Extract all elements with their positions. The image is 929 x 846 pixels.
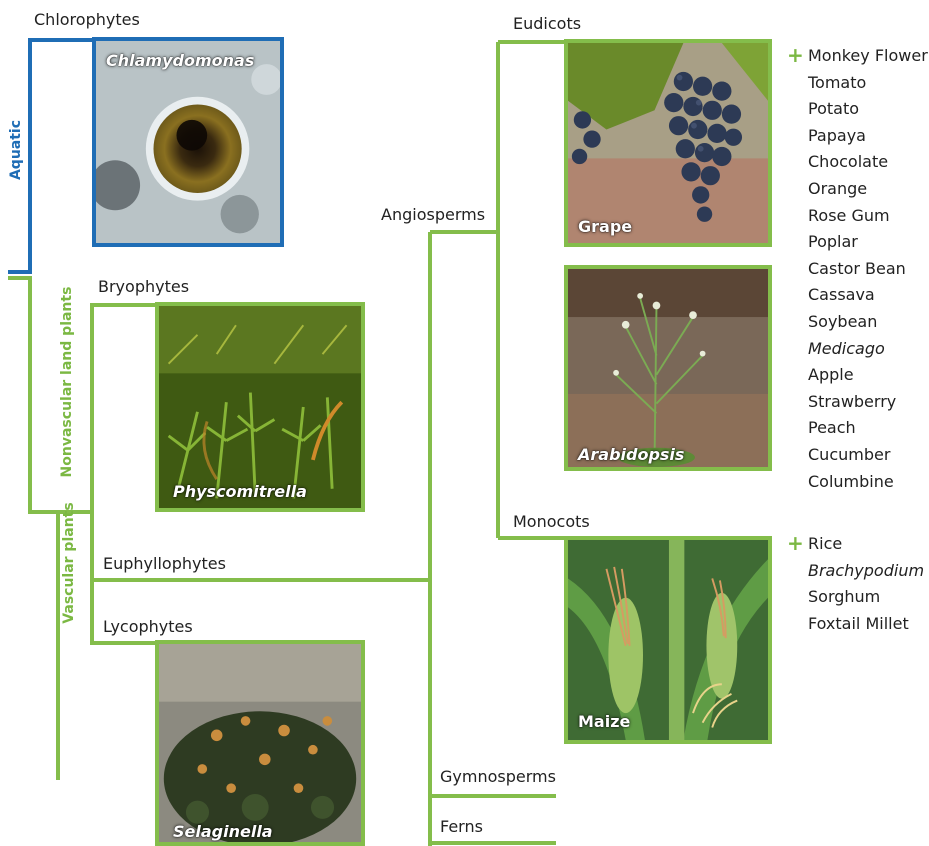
- photo-selaginella: Selaginella: [155, 640, 365, 846]
- species-item: Apple: [808, 362, 928, 389]
- species-item: Peach: [808, 415, 928, 442]
- selaginella-image: [159, 644, 361, 842]
- species-item: Castor Bean: [808, 256, 928, 283]
- photo-arabidopsis: Arabidopsis: [564, 265, 772, 471]
- species-item: Orange: [808, 176, 928, 203]
- photo-grape: Grape: [564, 39, 772, 247]
- species-item: Monkey Flower: [808, 43, 928, 70]
- photo-chlamydomonas: Chlamydomonas: [92, 37, 284, 247]
- photo-maize: Maize: [564, 536, 772, 744]
- land-plants-spine: [8, 278, 58, 780]
- species-item: Tomato: [808, 70, 928, 97]
- plus-icon: +: [787, 533, 804, 553]
- photo-caption: Physcomitrella: [173, 482, 307, 501]
- species-item: Foxtail Millet: [808, 611, 924, 638]
- species-item: Poplar: [808, 229, 928, 256]
- clade-bryophytes: Bryophytes: [98, 277, 189, 297]
- clade-gymnosperms: Gymnosperms: [440, 767, 556, 787]
- maize-image: [568, 540, 768, 740]
- eudicot-species-list: Monkey FlowerTomatoPotatoPapayaChocolate…: [808, 43, 928, 495]
- clade-ferns: Ferns: [440, 817, 483, 837]
- plus-icon: +: [787, 45, 804, 65]
- species-item: Cucumber: [808, 442, 928, 469]
- species-item: Rice: [808, 531, 924, 558]
- species-item: Potato: [808, 96, 928, 123]
- species-item: Rose Gum: [808, 203, 928, 230]
- species-item: Soybean: [808, 309, 928, 336]
- species-item: Brachypodium: [808, 558, 924, 585]
- species-item: Papaya: [808, 123, 928, 150]
- species-item: Strawberry: [808, 389, 928, 416]
- clade-euphyllophytes: Euphyllophytes: [103, 554, 226, 574]
- species-item: Medicago: [808, 336, 928, 363]
- clade-lycophytes: Lycophytes: [103, 617, 193, 637]
- nonvascular-label: Nonvascular land plants: [59, 282, 75, 482]
- photo-caption: Selaginella: [173, 822, 273, 841]
- chlamydomonas-image: [96, 41, 280, 243]
- species-item: Sorghum: [808, 584, 924, 611]
- photo-caption: Chlamydomonas: [106, 51, 254, 70]
- vascular-label: Vascular plants: [61, 488, 77, 638]
- clade-angiosperms: Angiosperms: [381, 205, 485, 225]
- clade-chlorophytes: Chlorophytes: [34, 10, 140, 30]
- photo-caption: Maize: [578, 712, 630, 731]
- species-item: Columbine: [808, 469, 928, 496]
- photo-physcomitrella: Physcomitrella: [155, 302, 365, 512]
- species-item: Chocolate: [808, 149, 928, 176]
- aquatic-label: Aquatic: [8, 118, 24, 182]
- physcomitrella-image: [159, 306, 361, 508]
- grape-image: [568, 43, 768, 243]
- clade-monocots: Monocots: [513, 512, 590, 532]
- clade-eudicots: Eudicots: [513, 14, 581, 34]
- monocot-species-list: RiceBrachypodiumSorghumFoxtail Millet: [808, 531, 924, 637]
- arabidopsis-image: [568, 269, 768, 467]
- species-item: Cassava: [808, 282, 928, 309]
- photo-caption: Grape: [578, 217, 632, 236]
- photo-caption: Arabidopsis: [578, 445, 684, 464]
